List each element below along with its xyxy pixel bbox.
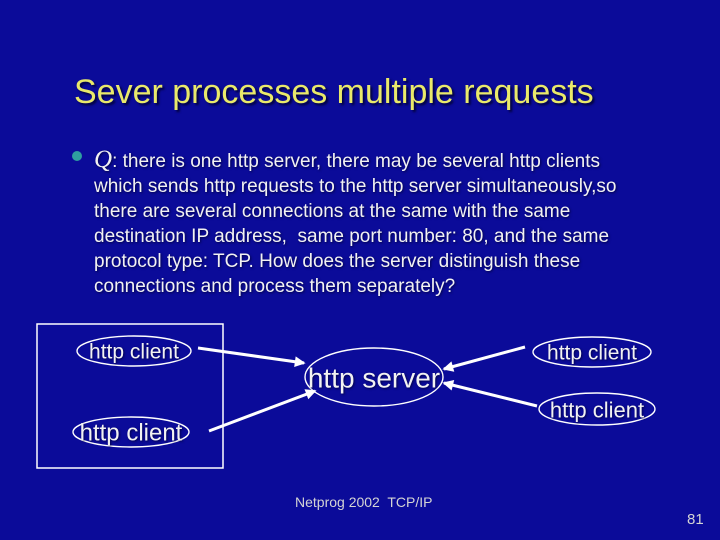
http-server-label: http server xyxy=(308,363,440,394)
body-line-5: protocol type: TCP. How does the server … xyxy=(94,251,581,272)
arrow-top-left-client-to-server xyxy=(197,346,306,368)
footer-course-label: Netprog 2002 TCP/IP xyxy=(295,494,433,510)
arrow-bottom-left-client-to-server xyxy=(208,389,317,433)
q-label: Q xyxy=(94,146,113,173)
body-line-6: connections and process them separately? xyxy=(94,276,456,297)
body-line-2: which sends http requests to the http se… xyxy=(94,176,617,197)
body-line-3: there are several connections at the sam… xyxy=(94,201,571,222)
arrow-bottom-right-client-to-server xyxy=(442,379,538,408)
http-client-node-bottom-right xyxy=(538,392,656,426)
page-number: 81 xyxy=(687,511,704,528)
http-client-node-bottom-left xyxy=(72,416,190,448)
body-line-1: Q: there is one http server, there may b… xyxy=(94,147,694,174)
arrow-top-right-client-to-server xyxy=(442,345,526,372)
bullet-paragraph: Q: there is one http server, there may b… xyxy=(94,147,694,299)
slide-title: Sever processes multiple requests xyxy=(74,73,594,111)
http-client-node-top-left xyxy=(76,335,192,367)
http-client-label-bottom-left: http client xyxy=(80,420,183,447)
http-client-label-top-right: http client xyxy=(547,342,637,365)
http-client-node-top-right xyxy=(532,336,652,368)
http-client-label-top-left: http client xyxy=(89,341,179,364)
client-group-box xyxy=(36,323,224,469)
http-client-label-bottom-right: http client xyxy=(550,398,644,423)
body-line-1-rest: : there is one http server, there may be… xyxy=(112,151,600,172)
http-server-node xyxy=(304,347,444,407)
bullet-dot xyxy=(72,151,82,161)
body-line-4: destination IP address, same port number… xyxy=(94,226,610,247)
